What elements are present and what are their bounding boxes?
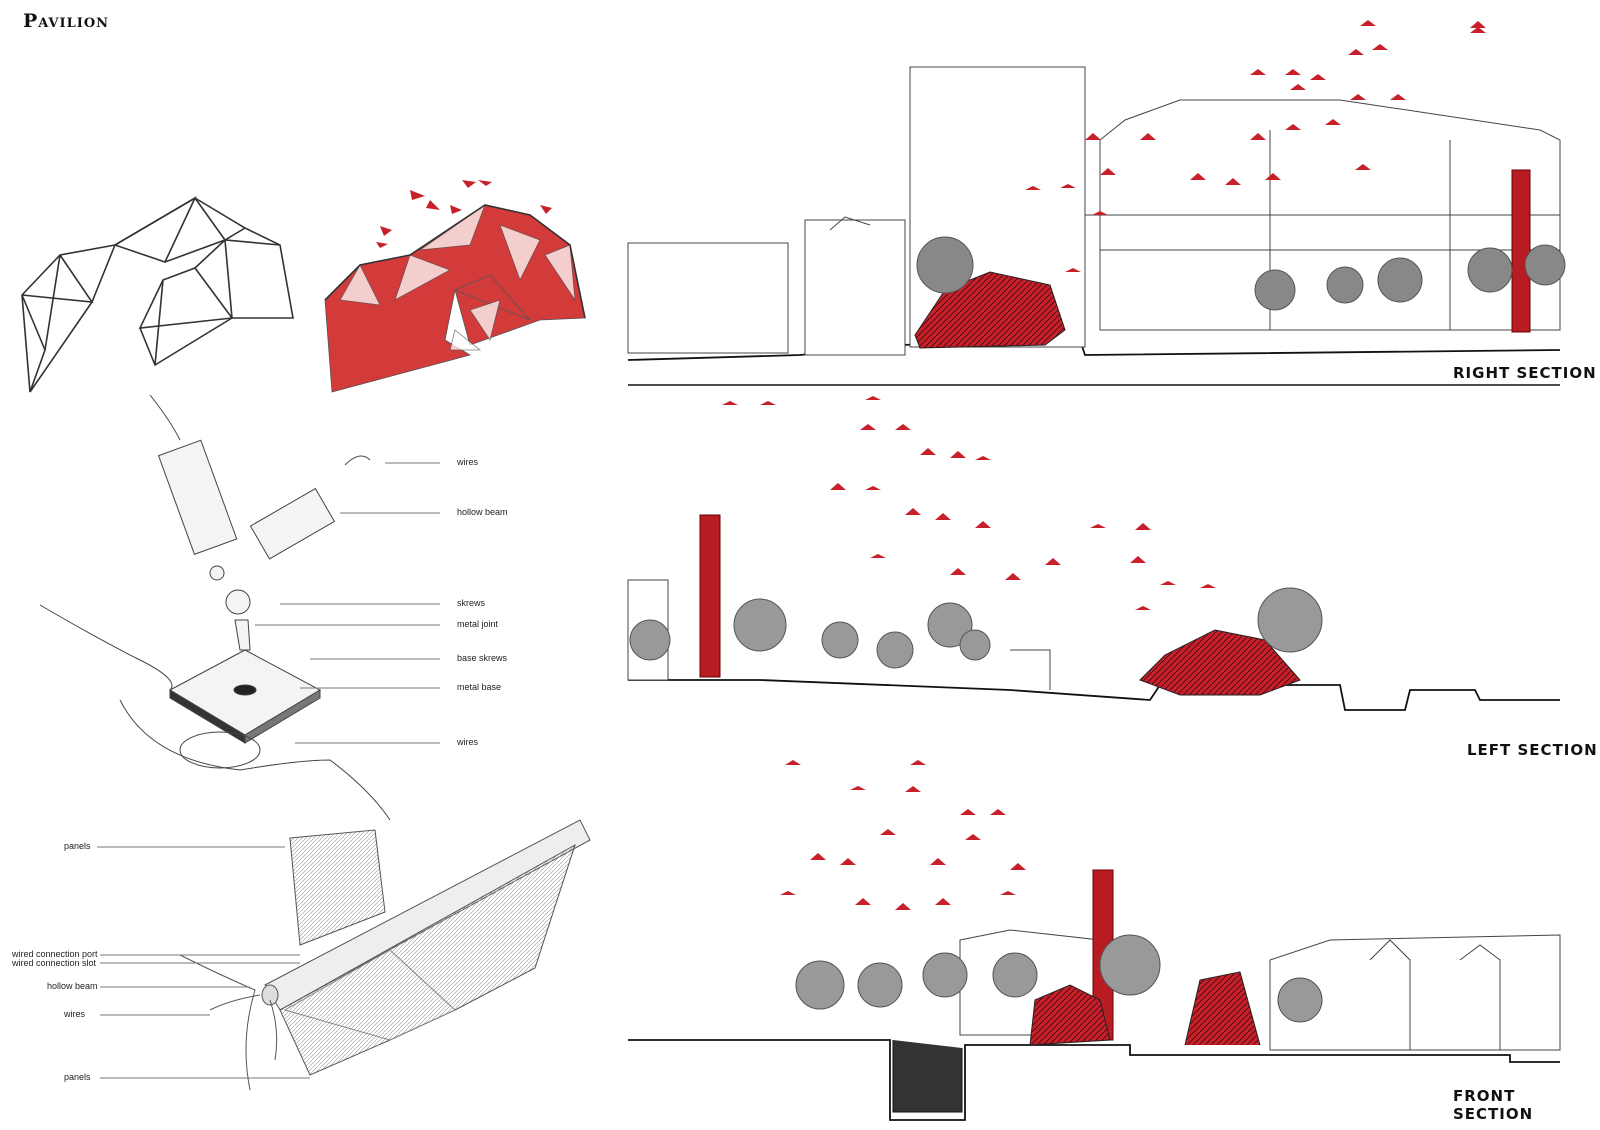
callout-hollow-beam-panel: hollow beam xyxy=(47,981,98,991)
callout-metal-base: metal base xyxy=(457,682,502,692)
callout-panels-top: panels xyxy=(64,841,91,851)
joint-exploded-diagram xyxy=(39,394,391,821)
callout-hollow-beam: hollow beam xyxy=(457,507,508,517)
callout-wires-panel: wires xyxy=(64,1009,86,1019)
floating-panels xyxy=(722,20,1486,910)
callout-metal-joint: metal joint xyxy=(457,619,499,629)
right-section-drawing xyxy=(627,66,1566,386)
pavilion-paneled xyxy=(324,180,586,393)
panel-assembly xyxy=(179,819,591,1091)
callout-wires-top: wires xyxy=(457,457,479,467)
callout-wired-connection-slot: wired connection slot xyxy=(12,958,97,968)
callout-wires-bottom: wires xyxy=(457,737,479,747)
front-section-drawing xyxy=(628,869,1561,1121)
left-section-drawing xyxy=(627,514,1560,711)
callout-skrews: skrews xyxy=(457,598,486,608)
joint-leaders xyxy=(255,462,440,744)
pavilion-wireframe xyxy=(21,196,294,393)
right-section-label: RIGHT SECTION xyxy=(1453,364,1597,382)
front-section-label: FRONT SECTION xyxy=(1453,1087,1534,1123)
left-section-label: LEFT SECTION xyxy=(1467,741,1598,759)
callout-base-skrews: base skrews xyxy=(457,653,508,663)
panel-leaders xyxy=(97,846,310,1079)
callout-wired-connection-port: wired connection port xyxy=(12,949,98,959)
page-title: Pavilion xyxy=(23,10,110,32)
callout-panels-bottom: panels xyxy=(64,1072,91,1082)
